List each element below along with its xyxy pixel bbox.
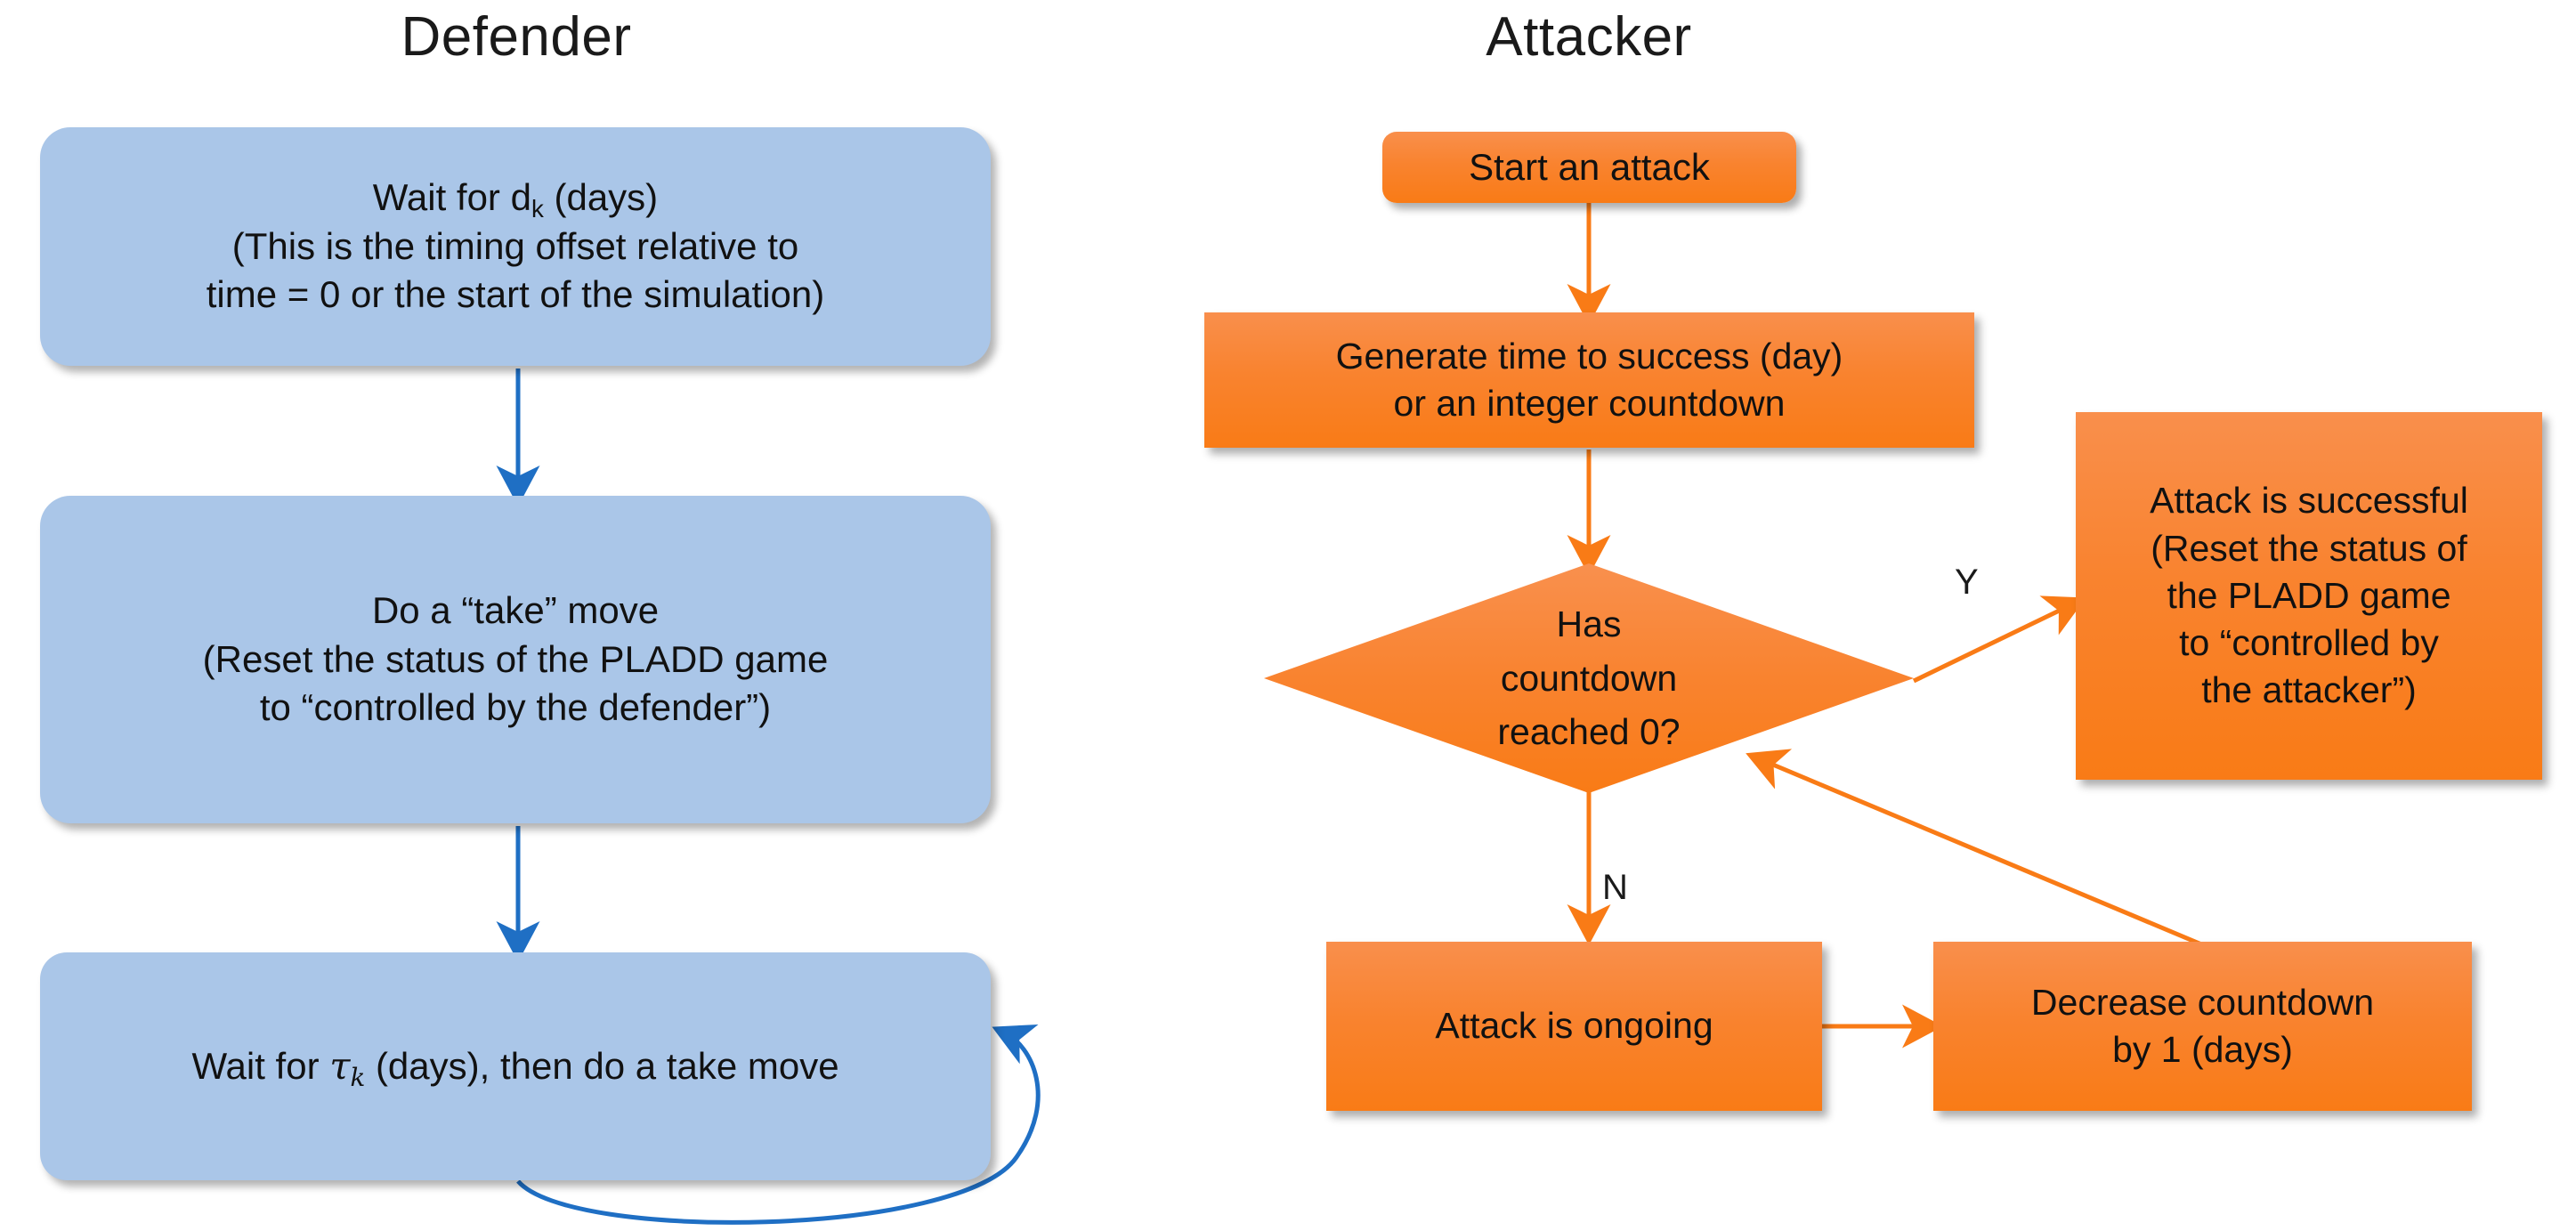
attacker-node-attack-ongoing[interactable]: Attack is ongoing [1326, 942, 1822, 1111]
attacker-node-generate-time-label: Generate time to success (day) or an int… [1335, 335, 1843, 424]
attacker-node-start-attack[interactable]: Start an attack [1382, 132, 1796, 203]
edge-label-yes: Y [1955, 563, 1979, 602]
attacker-node-decrease-countdown-label: Decrease countdown by 1 (days) [2030, 981, 2375, 1070]
attacker-node-decrease-countdown[interactable]: Decrease countdown by 1 (days) [1933, 942, 2472, 1111]
defender-node-wait-dk[interactable]: Wait for dk (days) (This is the timing o… [40, 127, 991, 366]
defender-node-wait-tau[interactable]: Wait for τk (days), then do a take move [40, 952, 991, 1180]
defender-node-wait-dk-label: Wait for dk (days) (This is the timing o… [206, 176, 825, 316]
attacker-node-generate-time[interactable]: Generate time to success (day) or an int… [1204, 312, 1974, 448]
defender-node-take-move[interactable]: Do a “take” move (Reset the status of th… [40, 496, 991, 823]
defender-node-take-move-label: Do a “take” move (Reset the status of th… [202, 589, 829, 729]
decision-diamond-shape [1264, 563, 1914, 793]
connector-attacker-yes-to-success [1912, 595, 2086, 684]
attacker-node-attack-successful[interactable]: Attack is successful (Reset the status o… [2076, 412, 2542, 780]
attacker-node-countdown-decision[interactable]: Has countdown reached 0? [1264, 563, 1914, 793]
defender-node-wait-tau-label: Wait for τk (days), then do a take move [191, 1043, 839, 1092]
attacker-column-title: Attacker [1486, 6, 1692, 68]
attacker-node-attack-successful-label: Attack is successful (Reset the status o… [2150, 480, 2468, 711]
defender-column-title: Defender [401, 6, 632, 68]
edge-label-no: N [1602, 868, 1628, 907]
